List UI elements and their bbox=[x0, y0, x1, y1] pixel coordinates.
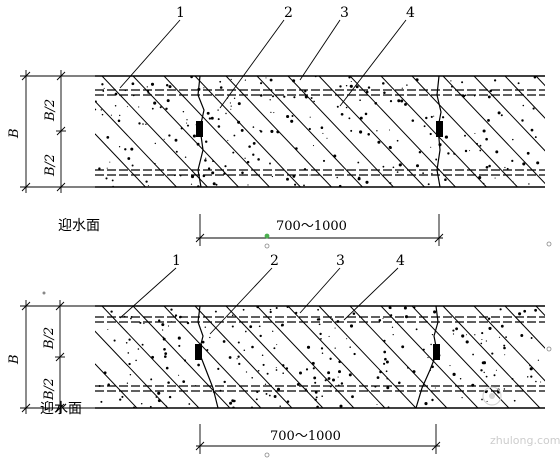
anchor-dot bbox=[546, 346, 552, 352]
waterstop bbox=[433, 344, 440, 360]
callout-3: 3 bbox=[340, 5, 349, 21]
anchor-dot bbox=[42, 291, 46, 295]
diagram-bottom: 1 2 3 4 B B/2 B/2 迎水面 700～1000 bbox=[7, 253, 552, 458]
spacing-dimension bbox=[195, 424, 441, 454]
diagram-top: 1 2 3 4 B B/2 B/2 迎水面 700～1000 bbox=[7, 5, 552, 249]
dim-b-label: B bbox=[7, 128, 22, 139]
spacing-label: 700～1000 bbox=[270, 429, 341, 444]
waterstop bbox=[196, 121, 203, 137]
dim-b-label: B bbox=[7, 354, 22, 365]
concrete-wall-section bbox=[95, 76, 545, 187]
callout-4: 4 bbox=[396, 253, 405, 269]
dim-half-top-label: B/2 bbox=[43, 99, 58, 122]
anchor-dot bbox=[264, 233, 270, 239]
callout-2: 2 bbox=[270, 253, 279, 269]
spacing-dimension bbox=[195, 214, 444, 246]
waterstop bbox=[436, 121, 443, 137]
watermark: zhulong.com bbox=[482, 386, 560, 447]
callout-3: 3 bbox=[336, 253, 345, 269]
waterstop bbox=[195, 344, 202, 360]
water-face-label: 迎水面 bbox=[58, 218, 100, 234]
water-face-label: 迎水面 bbox=[40, 401, 82, 417]
anchor-dot bbox=[264, 452, 270, 458]
spacing-label: 700～1000 bbox=[276, 219, 347, 234]
callout-4: 4 bbox=[406, 5, 415, 21]
dim-half-bottom-label: B/2 bbox=[43, 154, 58, 177]
callout-1: 1 bbox=[176, 5, 185, 21]
thickness-dimension bbox=[20, 300, 95, 414]
concrete-wall-section bbox=[95, 306, 545, 408]
anchor-dot bbox=[264, 243, 270, 249]
dim-half-top-label: B/2 bbox=[42, 327, 57, 350]
watermark-text: zhulong.com bbox=[490, 434, 560, 447]
dim-half-bottom-label: B/2 bbox=[42, 378, 57, 401]
thickness-dimension bbox=[20, 70, 95, 193]
callout-1: 1 bbox=[172, 253, 181, 269]
callout-2: 2 bbox=[284, 5, 293, 21]
anchor-dot bbox=[546, 241, 552, 247]
